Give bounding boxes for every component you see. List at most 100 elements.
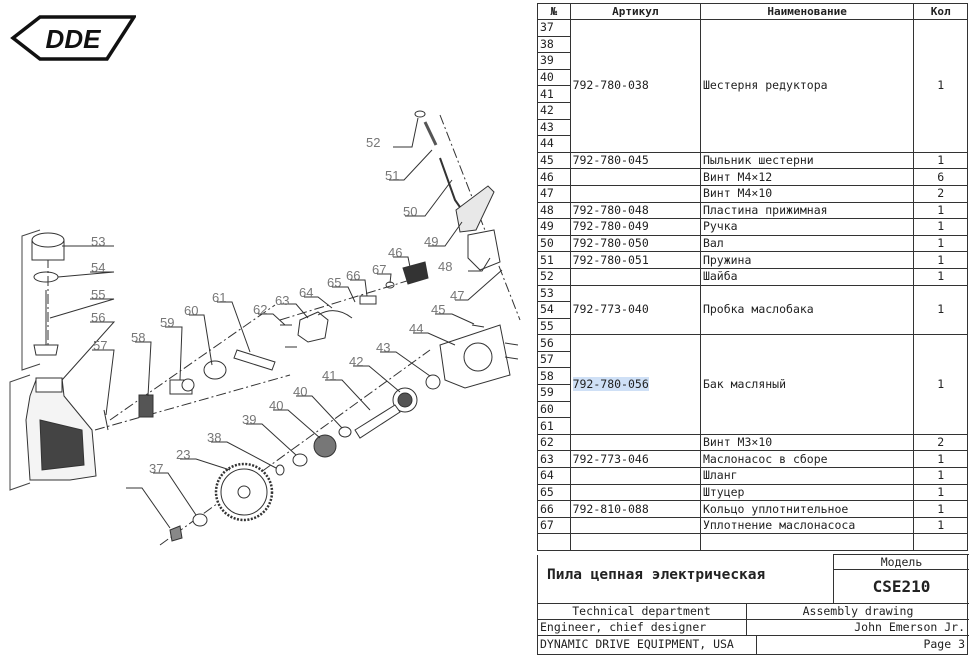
row-qty: 2 xyxy=(913,433,968,452)
callout-43: 43 xyxy=(376,340,390,355)
row-article xyxy=(569,516,701,535)
row-name: Маслонасос в сборе xyxy=(699,450,915,469)
row-number: 42 xyxy=(537,101,571,120)
row-name: Шланг xyxy=(699,467,915,485)
row-number: 47 xyxy=(537,184,571,203)
row-number: 51 xyxy=(537,251,571,269)
row-article xyxy=(569,267,701,286)
row-qty: 6 xyxy=(913,168,968,186)
row-qty: 1 xyxy=(913,151,968,170)
callout-52: 52 xyxy=(366,135,380,150)
row-article: 792-780-049 xyxy=(569,218,701,236)
callout-61: 61 xyxy=(212,290,226,305)
callout-67: 67 xyxy=(372,262,386,277)
row-qty: 1 xyxy=(913,516,968,535)
row-article xyxy=(569,168,701,186)
table-row: 59 xyxy=(537,384,968,402)
callout-53: 53 xyxy=(91,234,105,249)
table-row xyxy=(537,533,968,551)
row-number: 55 xyxy=(537,317,571,336)
dde-logo: DDE xyxy=(10,14,136,62)
row-name: Уплотнение маслонасоса xyxy=(699,516,915,535)
row-qty: 1 xyxy=(913,483,968,502)
callout-49: 49 xyxy=(424,234,438,249)
callout-64: 64 xyxy=(299,285,313,300)
row-number: 53 xyxy=(537,284,571,303)
row-article: 792-780-038 xyxy=(569,19,701,153)
callout-51: 51 xyxy=(385,168,399,183)
callout-42: 42 xyxy=(349,354,363,369)
row-article: 792-780-056 xyxy=(569,334,701,435)
row-number: 45 xyxy=(537,151,571,170)
row-article xyxy=(569,533,701,551)
row-qty: 1 xyxy=(913,251,968,269)
row-number: 43 xyxy=(537,118,571,137)
callout-59: 59 xyxy=(160,315,174,330)
header-qty: Кол xyxy=(913,3,968,20)
selected-article-text[interactable]: 792-780-056 xyxy=(572,377,649,392)
row-number: 58 xyxy=(537,367,571,386)
drawing-type: Assembly drawing xyxy=(746,603,969,620)
table-row: 58 xyxy=(537,367,968,386)
row-qty: 2 xyxy=(913,184,968,203)
callout-40: 40 xyxy=(269,398,283,413)
callout-44: 44 xyxy=(409,321,423,336)
company-name: DYNAMIC DRIVE EQUIPMENT, USA xyxy=(537,635,757,655)
row-number: 48 xyxy=(537,201,571,220)
row-qty: 1 xyxy=(913,19,968,153)
page-number: Page 3 xyxy=(756,635,969,655)
callout-48: 48 xyxy=(438,259,452,274)
row-name: Шайба xyxy=(699,267,915,286)
row-name: Кольцо уплотнительное xyxy=(699,500,915,518)
row-article: 792-773-040 xyxy=(569,284,701,336)
callout-66: 66 xyxy=(346,268,360,283)
row-article: 792-810-088 xyxy=(569,500,701,518)
table-row: 41 xyxy=(537,85,968,103)
row-qty: 1 xyxy=(913,450,968,469)
row-article: 792-780-050 xyxy=(569,234,701,253)
row-name: Винт M4×10 xyxy=(699,184,915,203)
row-number: 40 xyxy=(537,68,571,87)
table-row: 55 xyxy=(537,317,968,336)
row-qty: 1 xyxy=(913,467,968,485)
table-row: 54 xyxy=(537,301,968,319)
callout-63: 63 xyxy=(275,293,289,308)
row-name: Шестерня редуктора xyxy=(699,19,915,153)
row-number: 59 xyxy=(537,384,571,402)
row-qty: 1 xyxy=(913,218,968,236)
row-name: Винт M3×10 xyxy=(699,433,915,452)
row-article: 792-773-046 xyxy=(569,450,701,469)
row-article: 792-780-045 xyxy=(569,151,701,170)
department: Technical department xyxy=(537,603,747,620)
row-number: 54 xyxy=(537,301,571,319)
model-number: CSE210 xyxy=(833,569,969,604)
callout-50: 50 xyxy=(403,204,417,219)
row-number: 62 xyxy=(537,433,571,452)
row-number: 57 xyxy=(537,350,571,369)
callout-60: 60 xyxy=(184,303,198,318)
row-name: Ручка xyxy=(699,218,915,236)
logo-text: DDE xyxy=(46,24,102,54)
callout-65: 65 xyxy=(327,275,341,290)
row-name: Винт M4×12 xyxy=(699,168,915,186)
row-number: 44 xyxy=(537,135,571,153)
row-number: 67 xyxy=(537,516,571,535)
row-number: 50 xyxy=(537,234,571,253)
row-name: Пыльник шестерни xyxy=(699,151,915,170)
row-article xyxy=(569,483,701,502)
table-row: 43 xyxy=(537,118,968,137)
row-number xyxy=(537,533,571,551)
row-name: Пластина прижимная xyxy=(699,201,915,220)
